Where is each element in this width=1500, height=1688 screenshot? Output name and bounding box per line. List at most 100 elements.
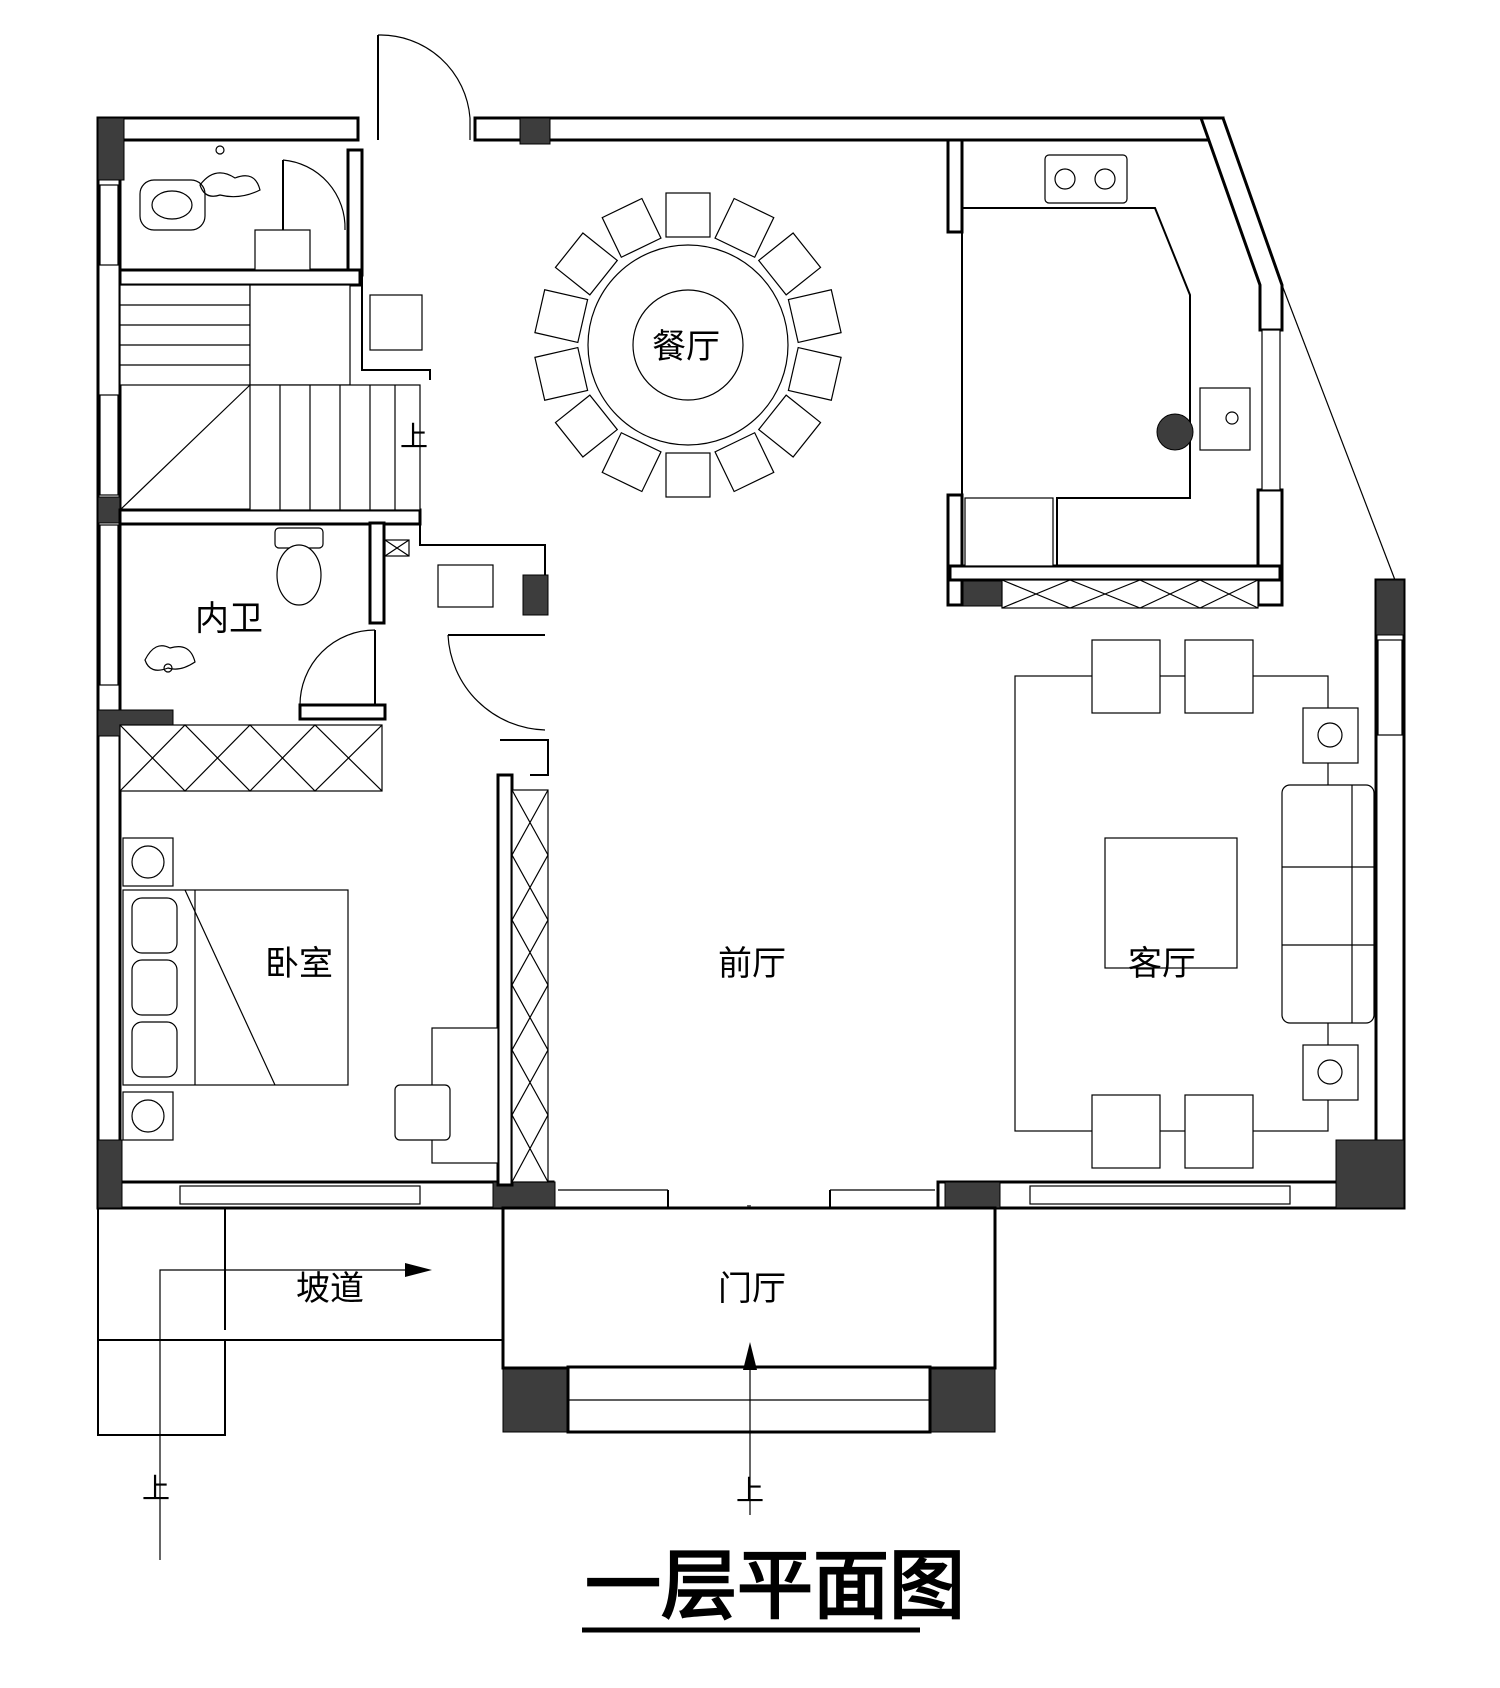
wall-bedroom-east xyxy=(496,773,514,1187)
wall-wardrobe-top xyxy=(500,739,549,776)
stair-break-line xyxy=(119,384,251,511)
stair-upper-flight xyxy=(119,284,251,386)
small-cabinet-x xyxy=(384,539,410,557)
squat-toilet-icon xyxy=(139,179,206,231)
dining-chair xyxy=(534,289,589,344)
wall-sink-niche xyxy=(361,275,431,380)
wall-kitchen-east-lower xyxy=(1256,488,1284,607)
side-lamp-top-icon xyxy=(1317,722,1343,748)
shower-head-2-icon xyxy=(163,663,173,673)
pillow-3 xyxy=(131,1021,178,1078)
shower-spray-2-icon xyxy=(144,645,196,671)
shower-head-icon xyxy=(215,145,225,155)
wall-bath-south xyxy=(118,268,362,287)
basin-hall-icon xyxy=(437,564,494,608)
room-label-ramp: 坡道 xyxy=(296,1269,364,1309)
porch-outline xyxy=(501,1206,997,1370)
side-table-bottom xyxy=(1302,1044,1359,1101)
nightstand-bottom xyxy=(122,1091,174,1141)
dining-chair xyxy=(714,197,775,259)
living-room xyxy=(1014,639,1375,1169)
cabinet-kitchen-x xyxy=(1001,579,1259,609)
window-west-stair xyxy=(99,394,119,496)
door-bath-arc xyxy=(282,159,346,231)
dining-chair xyxy=(601,431,662,493)
pillow-1 xyxy=(131,897,178,954)
ramp-up-label: 上 xyxy=(142,1472,170,1505)
sofa xyxy=(1281,784,1375,1024)
kitchen-sink-icon xyxy=(1199,387,1251,451)
armchair-2 xyxy=(1184,639,1254,714)
kitchen-appliance xyxy=(964,497,1054,567)
side-table-top xyxy=(1302,707,1359,764)
ramp-outline xyxy=(97,1208,503,1436)
wardrobe-x-pattern xyxy=(119,724,383,792)
basin-bath-icon xyxy=(254,229,311,271)
room-label-living: 客厅 xyxy=(1128,944,1196,984)
column-center xyxy=(522,574,549,616)
dining-chair xyxy=(665,192,711,238)
wall-kitchen-west-lower xyxy=(946,493,964,607)
dining-chair xyxy=(601,197,662,259)
desk-chair xyxy=(394,1084,451,1141)
interior-walls xyxy=(118,138,1282,1187)
side-lamp-bottom-icon xyxy=(1317,1059,1343,1085)
window-bedroom-south xyxy=(179,1185,421,1205)
room-label-entry: 门厅 xyxy=(718,1269,786,1309)
door-bedroom-arc xyxy=(447,634,546,731)
ramp-direction-line xyxy=(159,1269,420,1560)
toilet-icon xyxy=(276,544,322,606)
wall-north-east xyxy=(473,116,1225,142)
window-west-bath2 xyxy=(99,524,119,686)
stair-up-label: 上 xyxy=(400,420,428,453)
stair-lower-flight xyxy=(249,384,421,511)
dining-chair xyxy=(714,431,775,493)
dining-lazy-susan xyxy=(632,289,744,401)
column-north xyxy=(519,117,551,145)
staircase: 上 xyxy=(119,284,428,511)
person-icon xyxy=(1156,413,1194,451)
kitchen xyxy=(962,154,1251,567)
wardrobe-hall xyxy=(511,789,549,1183)
ramp-porch xyxy=(97,1206,997,1560)
wall-innerbath-south xyxy=(298,703,387,721)
door-innerbath-arc xyxy=(299,629,376,706)
stair-landing-box xyxy=(249,284,351,386)
wall-diagonal-north-east xyxy=(1198,116,1284,332)
armchair-3 xyxy=(1091,1094,1161,1169)
window-west-bath xyxy=(99,184,119,266)
window-kitchen-east xyxy=(1261,329,1281,491)
cabinet-kitchen-south xyxy=(1001,579,1259,609)
column-sw xyxy=(97,1139,123,1209)
wall-bath-east xyxy=(346,148,364,277)
wall-north-west xyxy=(96,116,360,142)
wall-kitchen-south xyxy=(948,564,1282,582)
wall-kitchen-west-upper xyxy=(946,138,964,234)
dining-chair xyxy=(787,346,842,401)
wall-step xyxy=(419,515,546,575)
windows xyxy=(99,184,1403,1205)
dining-chair xyxy=(787,289,842,344)
bay-window-line xyxy=(1281,284,1396,581)
wardrobe-bedroom-north xyxy=(119,724,383,792)
cabinets xyxy=(119,539,1259,1183)
bed-cover-fold xyxy=(184,889,276,1086)
lamp-bottom-icon xyxy=(131,1099,165,1133)
column-south-east-mid xyxy=(944,1181,1001,1209)
column-east-upper xyxy=(1375,579,1405,636)
dining-chair xyxy=(554,394,619,458)
window-living-south xyxy=(1029,1185,1291,1205)
gas-stove-icon xyxy=(1044,154,1128,204)
pillow-2 xyxy=(131,959,178,1016)
room-label-dining: 餐厅 xyxy=(652,327,720,367)
shower-spray-icon xyxy=(199,172,261,198)
column-porch-left xyxy=(502,1366,569,1433)
nightstand-top xyxy=(122,837,174,887)
room-label-inner-bath: 内卫 xyxy=(195,599,263,639)
dining-chair xyxy=(534,346,589,401)
column-west-mid xyxy=(97,496,121,524)
column-porch-right xyxy=(929,1366,996,1433)
entry-arrow-icon xyxy=(743,1342,757,1370)
